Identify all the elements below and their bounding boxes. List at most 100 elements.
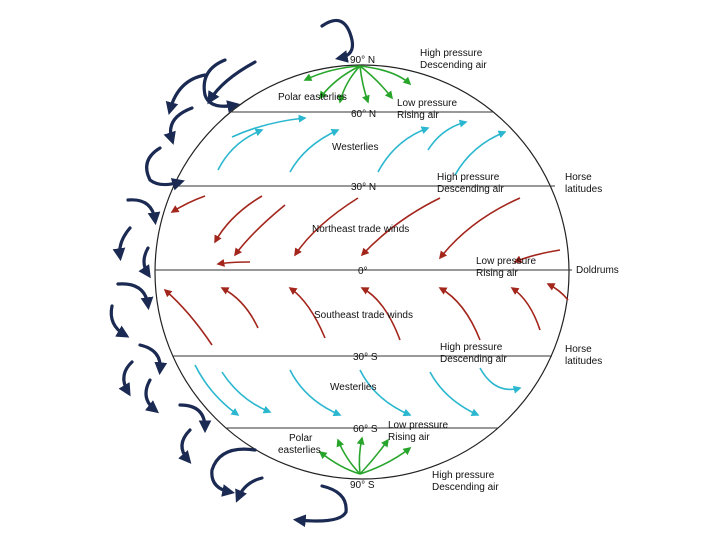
south-polar-cell-arrow <box>292 484 348 528</box>
wind-westerlies-south: Westerlies <box>330 382 377 393</box>
green-arrow <box>359 65 393 100</box>
red-arrow <box>288 287 326 339</box>
north-polar-cell-arrow <box>320 18 355 63</box>
wind-polar-easterlies-north: Polar easterlies <box>278 92 347 103</box>
label-60n: 60° N <box>351 109 376 120</box>
wind-southeast-trades: Southeast trade winds <box>314 310 413 321</box>
wind-westerlies-north: Westerlies <box>332 142 379 153</box>
horse-latitudes-north-line2: latitudes <box>565 184 602 195</box>
pressure-90s-line1: High pressure <box>432 470 495 481</box>
pressure-30s-line2: Descending air <box>440 354 507 365</box>
wind-northeast-trades: Northeast trade winds <box>312 224 409 235</box>
pressure-0-line1: Low pressure <box>476 256 536 267</box>
red-arrow <box>163 288 213 346</box>
pressure-90s-line2: Descending air <box>432 482 499 493</box>
cyan-arrow <box>479 367 522 394</box>
wind-polar-easterlies-south-line2: easterlies <box>278 445 321 456</box>
westerlies-south-arrows <box>194 364 522 417</box>
cyan-arrow <box>429 371 480 416</box>
cell-arrow-8 <box>138 246 151 279</box>
pressure-60n-line1: Low pressure <box>397 98 457 109</box>
southeast-trades-arrows <box>163 283 569 346</box>
pressure-60s-line1: Low pressure <box>388 420 448 431</box>
circulation-cells <box>109 18 355 528</box>
green-arrow <box>359 65 412 86</box>
wind-polar-easterlies-south-line1: Polar <box>289 433 313 444</box>
red-arrow <box>510 287 541 331</box>
red-arrow <box>234 204 286 257</box>
latitude-labels: 90° N 60° N 30° N 0° 30° S 60° S 90° S <box>350 55 378 491</box>
cell-arrow-11 <box>138 343 168 376</box>
green-arrow <box>359 65 370 104</box>
label-30s: 30° S <box>353 352 378 363</box>
horse-latitudes-south-line1: Horse <box>565 344 592 355</box>
cell-arrow-4 <box>163 106 194 145</box>
cell-arrow-7 <box>112 226 132 262</box>
cyan-arrow <box>289 369 342 417</box>
red-arrow <box>170 195 206 213</box>
pressure-30n-line1: High pressure <box>437 172 500 183</box>
cell-arrow-13 <box>144 378 159 414</box>
pressure-60s-line2: Rising air <box>388 432 430 443</box>
cyan-arrow <box>427 119 468 151</box>
red-arrow <box>216 259 251 267</box>
cell-arrow-6 <box>126 198 161 226</box>
red-arrow <box>439 197 521 260</box>
globe-outline <box>154 64 570 480</box>
cyan-arrow <box>454 130 507 176</box>
red-arrow <box>220 287 259 329</box>
northeast-trades-arrows <box>170 195 561 267</box>
pressure-90n-line2: Descending air <box>420 60 487 71</box>
green-arrow <box>303 65 361 81</box>
cell-arrow-1 <box>207 60 257 105</box>
polar-easterlies-north-arrows <box>303 65 412 104</box>
cyan-arrow <box>377 126 430 173</box>
cell-arrow-5 <box>145 146 185 191</box>
pressure-labels: High pressure Descending air Low pressur… <box>388 48 536 493</box>
label-90s: 90° S <box>350 480 375 491</box>
red-arrow <box>360 287 401 341</box>
cell-arrow-9 <box>116 282 154 311</box>
cell-arrow-15 <box>178 428 192 464</box>
cyan-arrow <box>217 128 264 171</box>
red-arrow <box>360 197 441 257</box>
green-arrow <box>318 451 361 475</box>
pressure-60n-line2: Rising air <box>397 110 439 121</box>
pressure-30s-line1: High pressure <box>440 342 503 353</box>
cyan-arrow <box>359 369 412 417</box>
horse-latitudes-north-line1: Horse <box>565 172 592 183</box>
pressure-90n-line1: High pressure <box>420 48 483 59</box>
red-arrow <box>438 287 481 341</box>
green-arrow <box>359 438 389 475</box>
pressure-30n-line2: Descending air <box>437 184 504 195</box>
red-arrow <box>214 195 263 244</box>
green-arrow <box>337 65 361 104</box>
label-0: 0° <box>358 266 368 277</box>
cell-arrow-10 <box>109 304 130 338</box>
cyan-arrow <box>231 114 307 138</box>
cell-arrow-17 <box>235 476 264 503</box>
wind-labels: Polar easterlies Westerlies Northeast tr… <box>278 92 413 456</box>
horse-latitudes-south-line2: latitudes <box>565 356 602 367</box>
cyan-arrow <box>289 129 340 173</box>
pressure-0-line2: Rising air <box>476 268 518 279</box>
red-arrow <box>294 197 359 257</box>
cell-arrow-16 <box>210 447 257 497</box>
green-arrow <box>359 447 412 475</box>
label-30n: 30° N <box>351 182 376 193</box>
cyan-arrow <box>221 371 272 414</box>
polar-easterlies-south-arrows <box>318 436 412 475</box>
green-arrow <box>356 436 365 475</box>
cell-arrow-12 <box>118 360 134 397</box>
cell-arrow-2 <box>202 58 241 113</box>
red-arrow <box>513 249 561 263</box>
cyan-arrow <box>194 364 240 416</box>
label-60s: 60° S <box>353 424 378 435</box>
westerlies-north-arrows <box>217 114 507 176</box>
cell-arrow-3 <box>165 73 207 115</box>
green-arrow <box>336 438 361 475</box>
cell-arrow-14 <box>178 403 212 434</box>
red-arrow <box>546 283 569 301</box>
doldrums-label: Doldrums <box>576 265 619 276</box>
